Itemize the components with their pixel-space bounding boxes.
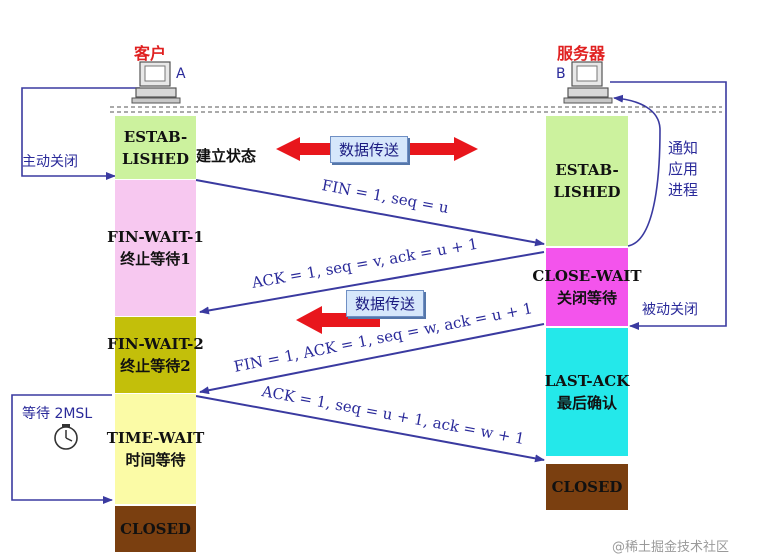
passive-close-line: [610, 81, 727, 330]
established-label: 建立状态: [196, 147, 257, 165]
notify-app-line: [613, 94, 661, 247]
active-close-line: [21, 87, 140, 180]
state-line: 最后确认: [556, 394, 617, 412]
state-line: LISHED: [121, 149, 189, 168]
data-transfer-label-1: 数据传送: [330, 136, 409, 163]
ack1-arrow: [199, 251, 545, 315]
client-state-time-wait: TIME-WAIT 时间等待: [107, 394, 204, 504]
fin2-arrow: [199, 323, 545, 395]
state-line: CLOSED: [551, 478, 623, 496]
server-state-established: ESTAB- LISHED: [546, 116, 628, 246]
fin1-arrow: [195, 179, 545, 247]
server-state-last-ack: LAST-ACK 最后确认: [544, 328, 630, 456]
state-line: CLOSE-WAIT: [532, 267, 642, 285]
computer-icon-b: [563, 61, 613, 104]
data-transfer-label-2: 数据传送: [346, 290, 425, 317]
state-line: LISHED: [553, 183, 621, 201]
notify-app-label: 通知应用进程: [668, 139, 699, 199]
state-line: FIN-WAIT-2: [107, 335, 204, 353]
wait-2msl-label: 等待 2MSL: [22, 406, 93, 422]
ack2-arrow: [195, 395, 545, 463]
clock-icon: [54, 424, 78, 450]
active-close-label: 主动关闭: [22, 154, 78, 170]
client-state-established: ESTAB- LISHED: [115, 116, 196, 179]
state-line: FIN-WAIT-1: [107, 228, 204, 246]
state-line: ESTAB-: [123, 127, 188, 146]
state-line: 终止等待2: [120, 357, 191, 375]
server-host-label: B: [556, 66, 566, 82]
state-line: 终止等待1: [120, 250, 191, 268]
state-line: CLOSED: [120, 520, 191, 538]
state-line: LAST-ACK: [544, 372, 630, 390]
watermark: @稀土掘金技术社区: [612, 540, 730, 555]
client-state-closed: CLOSED: [115, 506, 196, 552]
state-line: 关闭等待: [556, 289, 617, 307]
server-state-closed: CLOSED: [546, 464, 628, 510]
client-state-fin-wait-2: FIN-WAIT-2 终止等待2: [107, 317, 204, 393]
client-title: 客户: [134, 44, 167, 63]
passive-close-label: 被动关闭: [642, 302, 698, 318]
state-line: ESTAB-: [555, 161, 619, 179]
client-host-label: A: [176, 66, 186, 82]
wait-2msl-line: [11, 394, 113, 504]
client-state-fin-wait-1: FIN-WAIT-1 终止等待1: [107, 180, 204, 316]
computer-icon-a: [131, 61, 181, 104]
server-title: 服务器: [557, 44, 606, 63]
state-line: TIME-WAIT: [106, 429, 205, 447]
server-state-close-wait: CLOSE-WAIT 关闭等待: [532, 248, 642, 326]
state-line: 时间等待: [125, 451, 186, 469]
